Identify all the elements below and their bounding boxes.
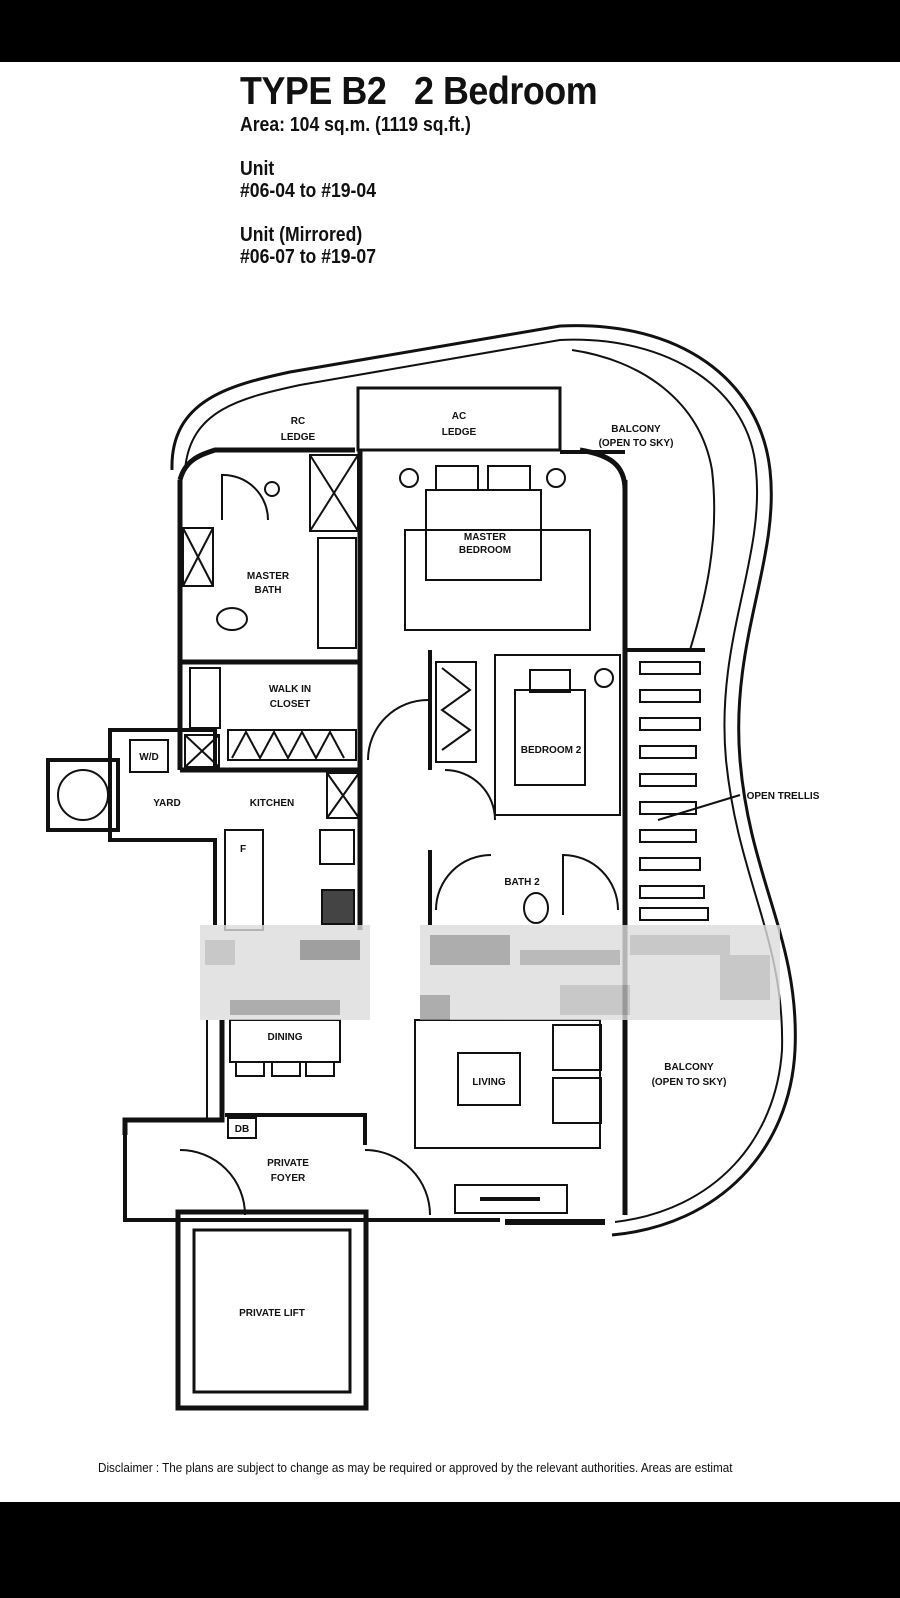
ac-ledge-label: AC	[452, 411, 466, 422]
master-bedroom-label-2: BEDROOM	[459, 545, 511, 556]
plan-header: TYPE B2 2 Bedroom Area: 104 sq.m. (1119 s…	[240, 70, 658, 268]
db-label: DB	[235, 1124, 249, 1135]
unit-label: Unit	[240, 158, 275, 180]
top-black-bar	[0, 0, 900, 62]
redacted-region	[200, 925, 780, 1020]
walk-in-closet-label: WALK IN	[269, 684, 311, 695]
bedroom-count: 2 Bedroom	[413, 70, 598, 113]
plan-title: TYPE B2 2 Bedroom	[240, 70, 625, 114]
unit-walls	[177, 447, 628, 1215]
kitchen-label: KITCHEN	[250, 798, 294, 809]
balcony-bottom-label: BALCONY	[664, 1062, 714, 1073]
balcony-outline	[170, 324, 797, 1237]
walk-in-closet-label-2: CLOSET	[270, 699, 311, 710]
area-text: Area: 104 sq.m. (1119 sq.ft.)	[240, 114, 471, 136]
living-label: LIVING	[472, 1077, 506, 1088]
bedroom-2-label: BEDROOM 2	[521, 745, 582, 756]
balcony-top-label-2: (OPEN TO SKY)	[599, 438, 674, 449]
private-foyer-label: PRIVATE	[267, 1158, 309, 1169]
yard-label: YARD	[153, 798, 180, 809]
bottom-black-bar	[0, 1502, 900, 1598]
ac-ledge-label-2: LEDGE	[442, 427, 477, 438]
open-trellis	[639, 661, 709, 921]
unit-type: TYPE B2	[240, 70, 387, 113]
master-bedroom-label: MASTER	[464, 532, 507, 543]
fridge-label: F	[240, 844, 246, 855]
mirrored-label: Unit (Mirrored)	[240, 224, 363, 246]
unit-range: #06-04 to #19-04	[240, 180, 377, 202]
open-trellis-label: OPEN TRELLIS	[747, 791, 820, 802]
mirrored-range: #06-07 to #19-07	[240, 246, 377, 268]
rc-ledge-label-2: LEDGE	[281, 432, 316, 443]
balcony-top-label: BALCONY	[611, 424, 661, 435]
private-foyer-label-2: FOYER	[271, 1173, 306, 1184]
rc-ledge-label: RC	[291, 416, 305, 427]
washer-dryer-label: W/D	[139, 752, 158, 763]
dining-label: DINING	[268, 1032, 303, 1043]
balcony-bottom-label-2: (OPEN TO SKY)	[652, 1077, 727, 1088]
master-bath-label-2: BATH	[254, 585, 281, 596]
disclaimer: Disclaimer : The plans are subject to ch…	[98, 1460, 733, 1475]
master-bath-label: MASTER	[247, 571, 290, 582]
private-lift-label: PRIVATE LIFT	[239, 1308, 305, 1319]
bath-2-label: BATH 2	[504, 877, 540, 888]
